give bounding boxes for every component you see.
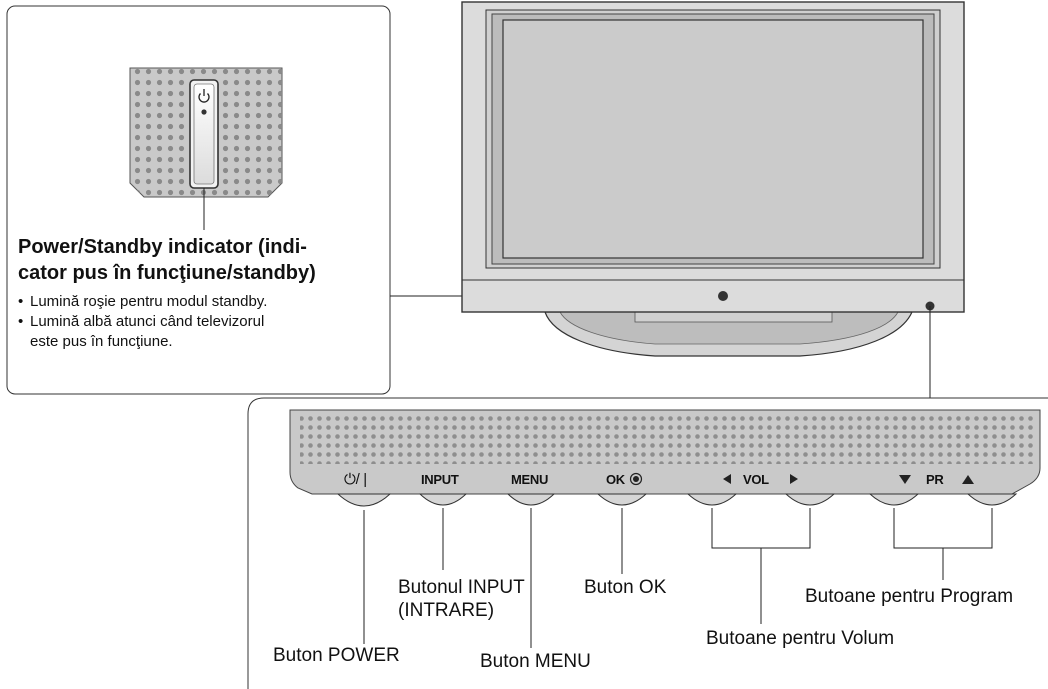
- indicator-title: Power/Standby indicator (indi- cator pus…: [18, 234, 316, 286]
- indicator-bullet-1-text: Lumină roşie pentru modul standby.: [30, 293, 268, 310]
- tv-front-led: [718, 291, 728, 301]
- indicator-title-line-1: Power/Standby indicator (indi-: [18, 236, 307, 258]
- ok-ring-icon: [629, 472, 643, 486]
- button-panel: [289, 409, 1041, 507]
- indicator-grille-detail: [129, 67, 283, 230]
- input-button[interactable]: [418, 493, 468, 506]
- indicator-bullet-1: •Lumină roşie pentru modul standby.: [18, 293, 268, 310]
- callout-input-line-1: Butonul INPUT: [398, 577, 525, 598]
- tv-screen: [502, 19, 924, 259]
- callout-ok-button: Buton OK: [584, 577, 667, 598]
- callout-input-line-2: (INTRARE): [398, 600, 495, 621]
- vol-left-arrow-icon: [723, 474, 731, 484]
- pr-up-button[interactable]: [966, 493, 1018, 506]
- vol-down-button[interactable]: [686, 493, 738, 506]
- power-button[interactable]: [336, 493, 392, 507]
- indicator-bullet-2-text: Lumină albă atunci când televizorul: [30, 313, 265, 330]
- menu-button[interactable]: [506, 493, 556, 506]
- callout-program-buttons: Butoane pentru Program: [805, 586, 1014, 607]
- panel-vol-mark: VOL: [743, 472, 769, 487]
- power-icon: [198, 89, 210, 103]
- tv-illustration: [461, 1, 965, 357]
- indicator-title-line-2: cator pus în funcţiune/standby): [18, 262, 316, 284]
- ok-button[interactable]: [596, 493, 648, 506]
- panel-power-mark: ⏻/ |: [344, 471, 367, 488]
- indicator-bullet-2-continuation: este pus în funcţiune.: [30, 333, 173, 350]
- indicator-led: [201, 109, 207, 115]
- vol-right-arrow-icon: [790, 474, 798, 484]
- indicator-callout-box: [6, 5, 391, 395]
- callout-volume-buttons: Butoane pentru Volum: [706, 628, 895, 649]
- callout-power-button: Buton POWER: [273, 645, 400, 666]
- pr-down-button[interactable]: [868, 493, 920, 506]
- indicator-bullet-2: •Lumină albă atunci când televizorul: [18, 313, 265, 330]
- vol-up-button[interactable]: [784, 493, 836, 506]
- panel-callout-frame: [247, 397, 1048, 689]
- panel-pr-mark: PR: [926, 472, 944, 487]
- indicator-bullets: •Lumină roşie pentru modul standby. •Lum…: [18, 292, 267, 352]
- pr-up-arrow-icon: [962, 475, 974, 484]
- panel-ok-mark: OK: [606, 472, 625, 487]
- pr-down-arrow-icon: [899, 475, 911, 484]
- panel-input-mark: INPUT: [421, 472, 459, 487]
- leader-lines: [363, 508, 993, 648]
- callout-menu-button: Buton MENU: [480, 651, 591, 672]
- panel-menu-mark: MENU: [511, 472, 549, 487]
- callout-input-button: Butonul INPUT (INTRARE): [398, 576, 525, 622]
